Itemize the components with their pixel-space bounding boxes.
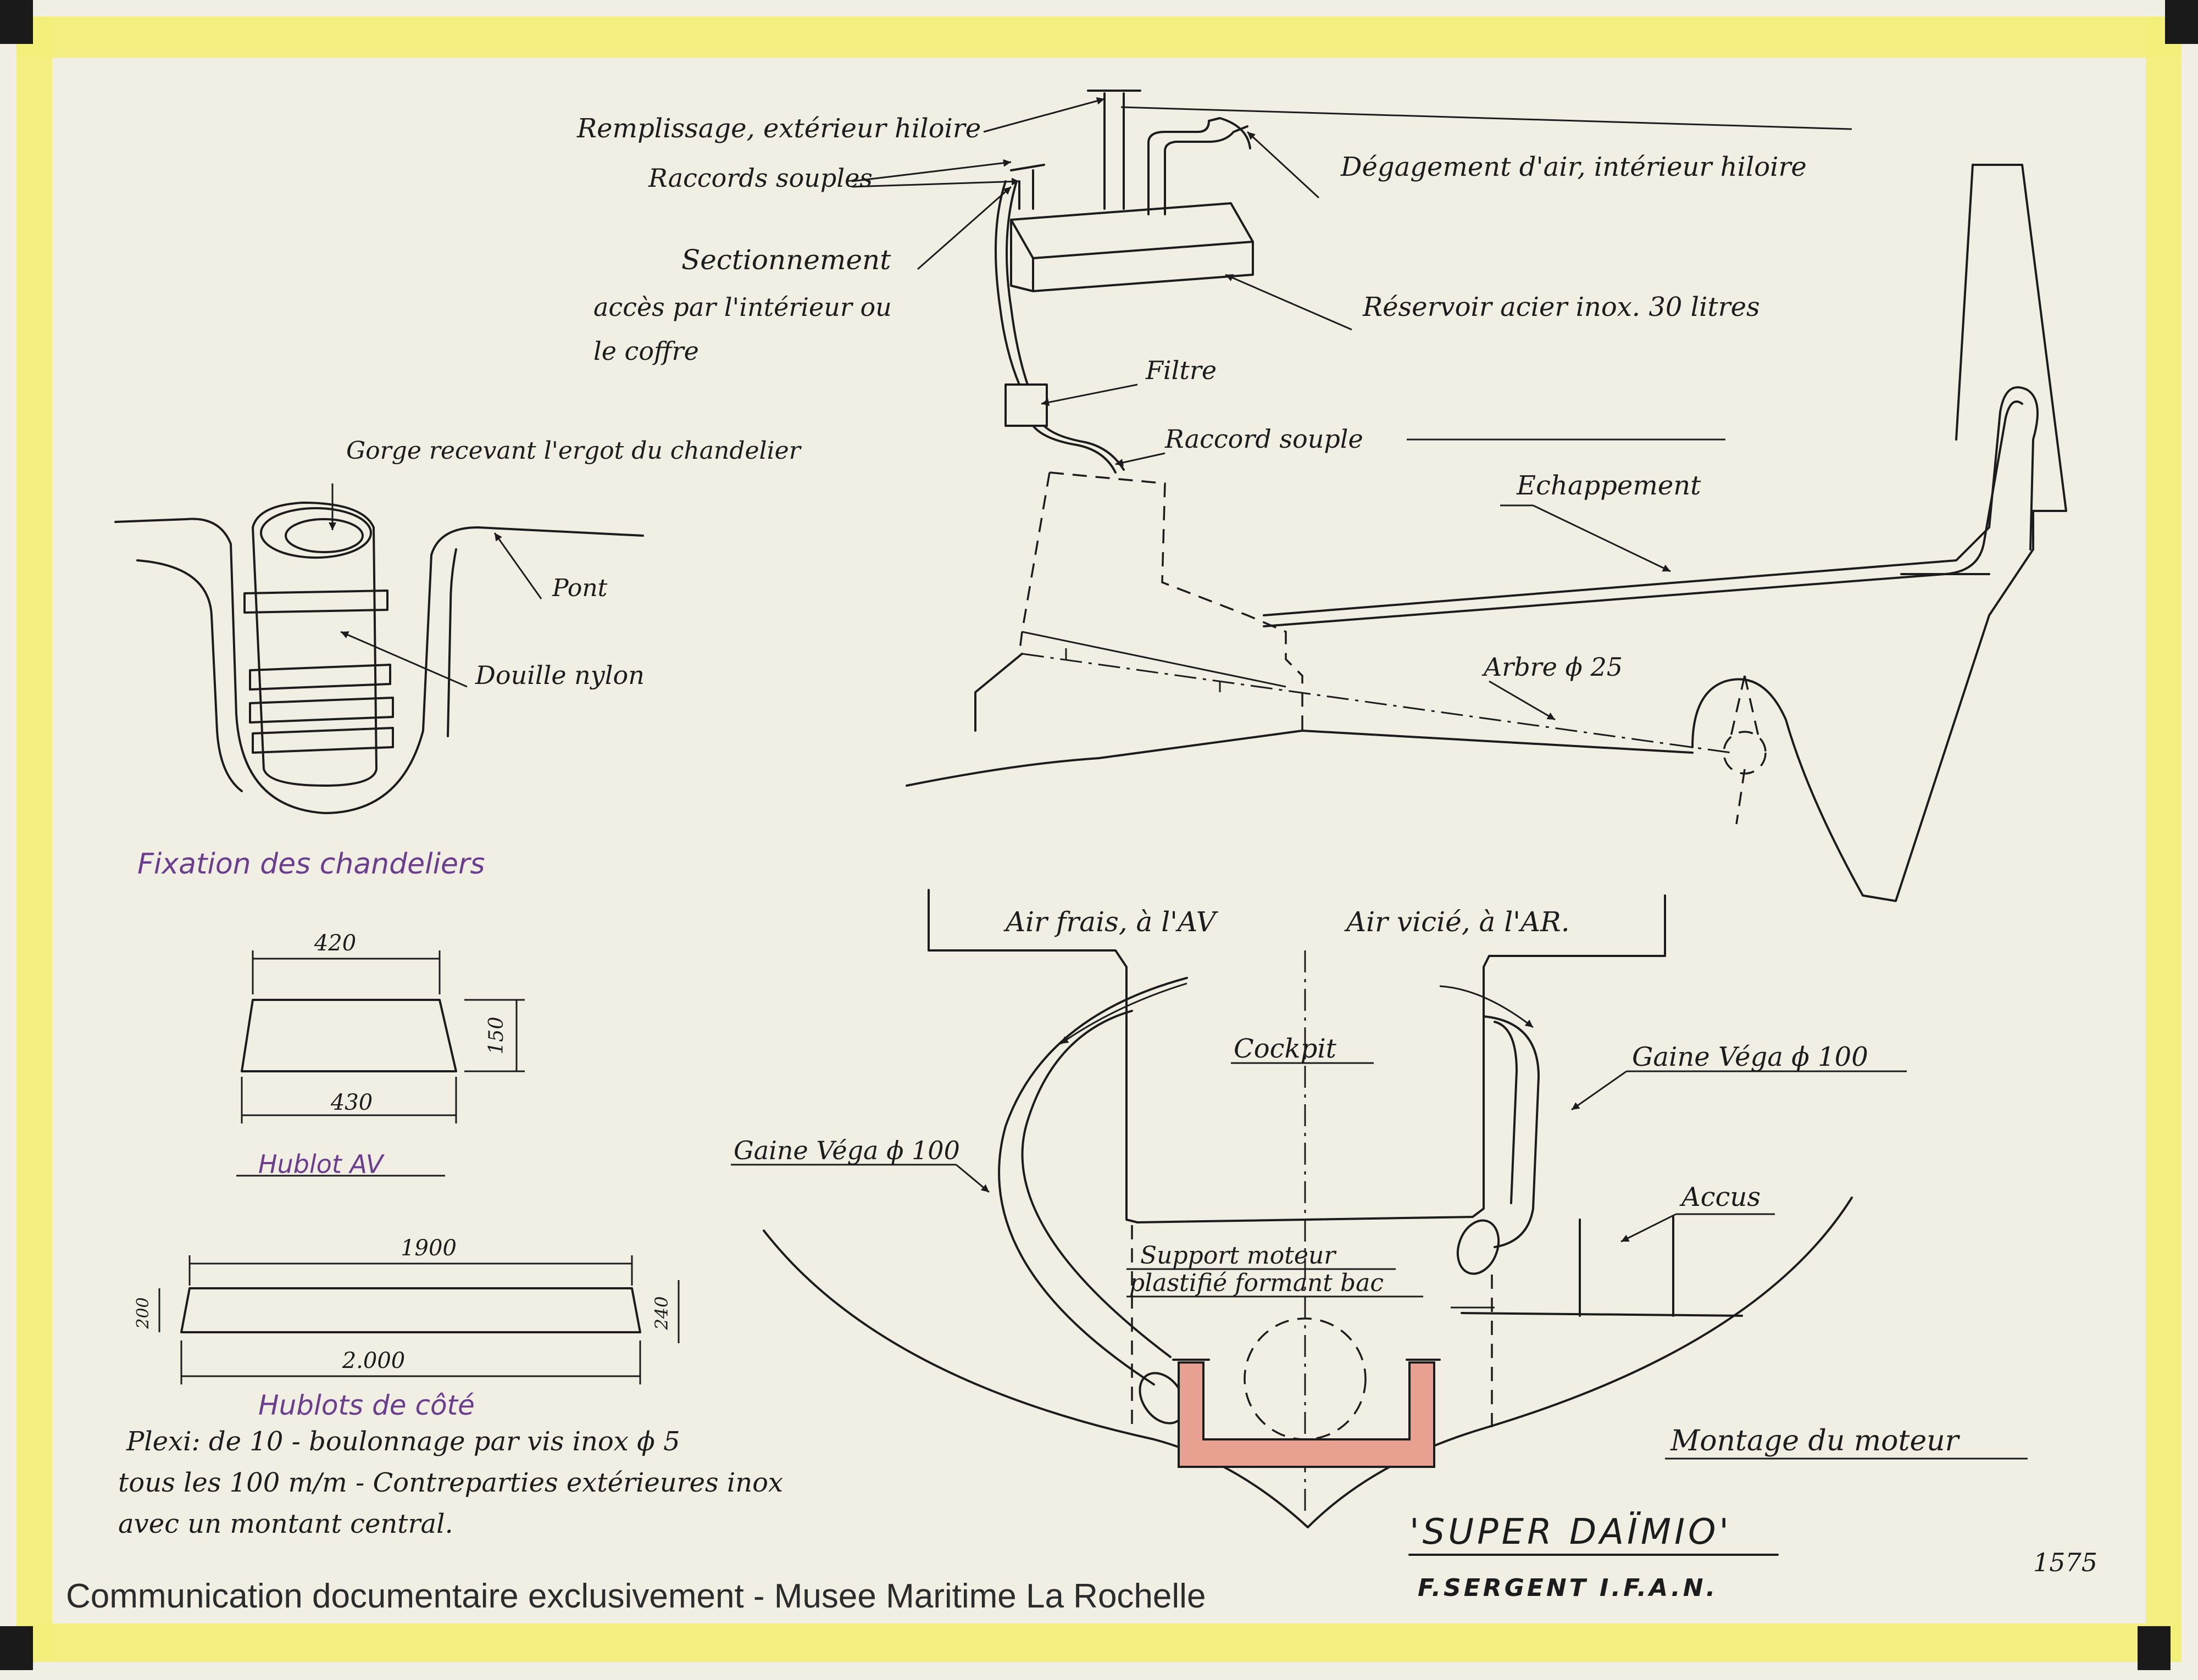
label-remplissage: Remplissage, extérieur hiloire xyxy=(576,113,981,144)
label-gaine-right: Gaine Véga ϕ 100 xyxy=(1632,1042,1868,1072)
dim-hublot-av-top: 420 xyxy=(314,931,356,956)
label-arbre: Arbre ϕ 25 xyxy=(1481,652,1623,682)
label-support-2: plastifié formant bac xyxy=(1129,1269,1384,1297)
dimension-values: 420 430 150 1900 2.000 200 240 xyxy=(134,931,672,1373)
label-gaine-left: Gaine Véga ϕ 100 xyxy=(734,1136,960,1165)
label-montage: Montage du moteur xyxy=(1670,1425,1961,1458)
label-douille: Douille nylon xyxy=(475,660,645,690)
fuel-leaders xyxy=(851,97,1852,466)
dim-hublot-av-height: 150 xyxy=(485,1017,508,1055)
propeller xyxy=(1723,731,1767,775)
dim-hublot-cote-top: 1900 xyxy=(401,1236,457,1261)
engine-outline xyxy=(1049,471,1303,731)
left-duct xyxy=(998,977,1188,1386)
tape-top xyxy=(16,16,2182,58)
fuel-line xyxy=(995,180,1029,386)
tape-left xyxy=(16,16,52,1662)
tape-bottom xyxy=(16,1623,2182,1662)
label-support-1: Support moteur xyxy=(1140,1242,1337,1270)
label-pont: Pont xyxy=(552,574,608,602)
label-accus: Accus xyxy=(1679,1182,1761,1212)
nylon-socket xyxy=(252,502,378,787)
fuel-outlet-stub xyxy=(1010,164,1045,210)
fuel-tank-body xyxy=(1010,219,1254,292)
right-duct xyxy=(1483,1015,1540,1248)
hull-section xyxy=(763,1197,1853,1528)
label-sheet-number: 1575 xyxy=(2033,1548,2097,1577)
corner-clip-tl xyxy=(0,0,33,44)
label-plexi-note-3: avec un montant central. xyxy=(118,1509,453,1539)
corner-clip-br xyxy=(2138,1626,2171,1670)
label-echappement: Echappement xyxy=(1516,470,1701,501)
air-vent-pipe xyxy=(1147,117,1251,215)
label-filtre: Filtre xyxy=(1145,355,1217,385)
corner-clip-bl xyxy=(0,1626,33,1670)
label-degagement: Dégagement d'air, intérieur hiloire xyxy=(1340,152,1807,182)
battery-rack xyxy=(1461,1216,1743,1317)
label-plexi-note-1: Plexi: de 10 - boulonnage par vis inox ϕ… xyxy=(126,1426,680,1457)
corner-clip-tr xyxy=(2165,0,2198,44)
label-air-frais: Air frais, à l'AV xyxy=(1003,906,1219,938)
dim-hublot-cote-right: 240 xyxy=(651,1296,672,1330)
label-gorge: Gorge recevant l'ergot du chandelier xyxy=(346,437,802,465)
label-raccords-souples: Raccords souples xyxy=(648,163,873,193)
label-hublots-cote-title: Hublots de côté xyxy=(258,1389,475,1421)
rudder-skeg xyxy=(1691,510,2034,902)
side-elevation xyxy=(906,164,2067,902)
exhaust-pipe xyxy=(1263,386,2039,616)
label-cockpit: Cockpit xyxy=(1234,1033,1337,1064)
label-raccord-souple: Raccord souple xyxy=(1164,424,1363,454)
fuel-system xyxy=(995,90,1254,474)
engine-mount xyxy=(974,653,1023,732)
label-plexi-note-2: tous les 100 m/m - Contreparties extérie… xyxy=(118,1467,783,1498)
dim-hublot-cote-left: 200 xyxy=(134,1297,153,1329)
dim-hublot-av-bottom: 430 xyxy=(330,1090,373,1115)
label-designer: F.SERGENT I.F.A.N. xyxy=(1418,1574,1718,1602)
hublot-av-diagram xyxy=(236,950,525,1177)
label-sectionnement-note-1: accès par l'intérieur ou xyxy=(593,292,892,322)
watermark: Communication documentaire exclusivement… xyxy=(66,1577,1206,1615)
label-hublot-av-title: Hublot AV xyxy=(258,1149,385,1179)
flexible-hose xyxy=(1032,425,1125,474)
filler-pipe xyxy=(1087,90,1141,210)
label-boat-name: 'SUPER DAÏMIO' xyxy=(1409,1511,1732,1553)
hull-bottom xyxy=(906,730,1694,787)
labels: Remplissage, extérieur hiloire Raccords … xyxy=(118,113,2097,1602)
label-fixation-title: Fixation des chandeliers xyxy=(137,848,485,881)
deck-section xyxy=(114,518,644,814)
fuel-tank-top xyxy=(1010,202,1254,259)
stanchion-fitting xyxy=(114,483,644,814)
tape-right xyxy=(2146,16,2182,1662)
hublot-cote-diagram xyxy=(158,1255,680,1384)
label-air-vicie: Air vicié, à l'AR. xyxy=(1344,906,1570,938)
engine-support-tray xyxy=(1178,1361,1435,1468)
socket-bands xyxy=(243,589,394,754)
cockpit-section xyxy=(731,889,2028,1528)
label-sectionnement-note-2: le coffre xyxy=(593,336,699,366)
label-sectionnement: Sectionnement xyxy=(681,244,891,276)
shaft-axis xyxy=(1022,653,1731,754)
label-reservoir: Réservoir acier inox. 30 litres xyxy=(1362,292,1760,322)
dim-hublot-cote-bottom: 2.000 xyxy=(342,1348,406,1373)
rudder-top xyxy=(1972,164,2067,512)
fuel-filter xyxy=(1004,383,1048,427)
